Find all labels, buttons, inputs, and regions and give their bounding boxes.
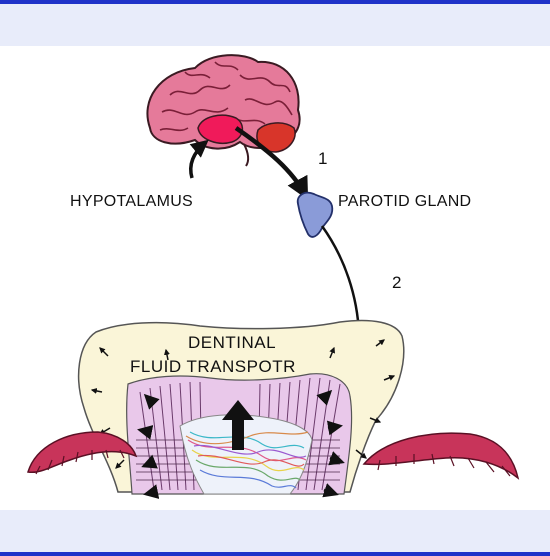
top-frame-band bbox=[0, 0, 550, 46]
diagram-svg: HYPOTALAMUS PAROTID GLAND 1 2 DENTINAL F… bbox=[0, 46, 550, 510]
diagram-canvas: HYPOTALAMUS PAROTID GLAND 1 2 DENTINAL F… bbox=[0, 46, 550, 510]
brain-stem bbox=[244, 144, 248, 166]
label-parotid-gland: PAROTID GLAND bbox=[338, 193, 471, 210]
parotid-gland bbox=[298, 193, 333, 237]
brain bbox=[147, 55, 299, 166]
label-dentinal: DENTINAL bbox=[188, 333, 276, 352]
hypothalamus-pointer bbox=[191, 142, 206, 178]
step-number-1: 1 bbox=[318, 149, 327, 168]
gum-right bbox=[364, 433, 518, 478]
bottom-frame-band bbox=[0, 510, 550, 556]
label-hypothalamus: HYPOTALAMUS bbox=[70, 193, 193, 210]
label-fluid-transport: FLUID TRANSPOTR bbox=[130, 357, 296, 376]
step-number-2: 2 bbox=[392, 273, 401, 292]
